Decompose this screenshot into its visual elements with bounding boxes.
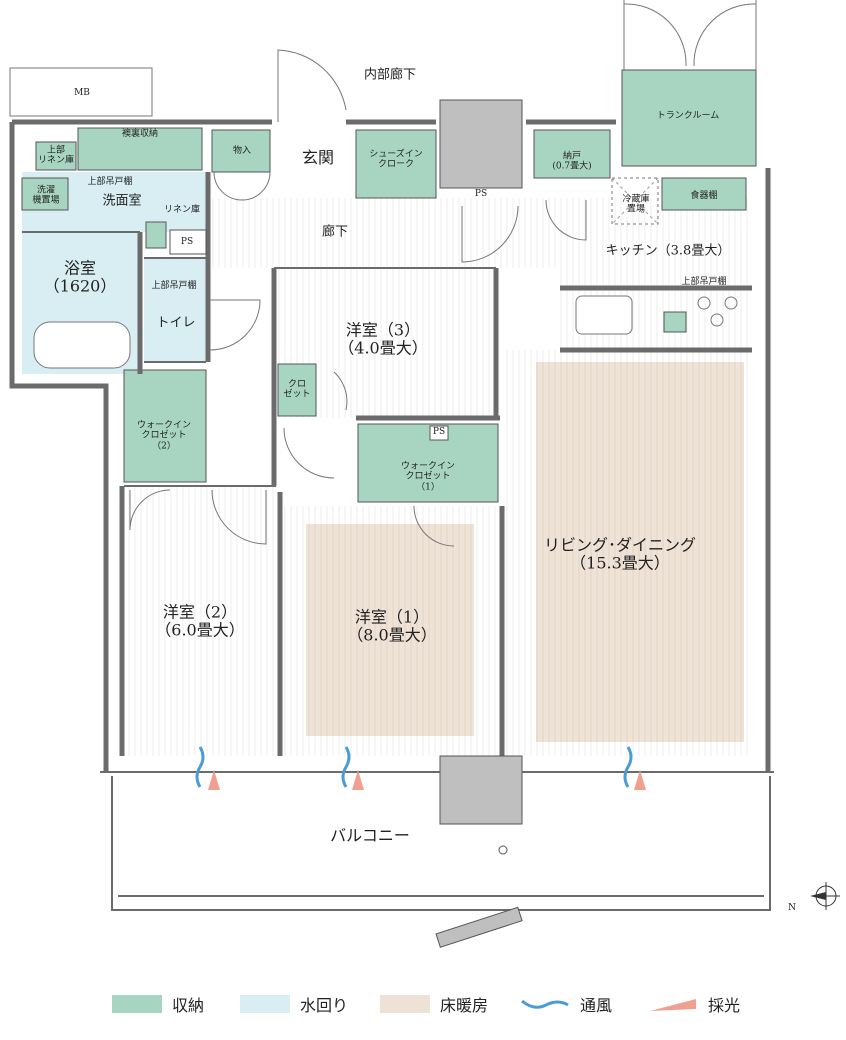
walls [9,119,771,772]
western-room-1-label: 洋室（1） （8.0畳大） [347,607,437,645]
ps-block-balcony [439,755,523,825]
legend-storage: 収納 [112,992,204,1016]
storage-nando [533,129,611,179]
upper-cabinet-label-1: 上部吊戸棚 [87,176,133,187]
nando-label: 納戸 (0.7畳大) [552,151,592,172]
stove-burner-1 [697,296,711,310]
legend-floor-heating-swatch [380,995,430,1013]
inner-corridor-label: 内部廊下 [363,67,417,83]
ps-label-top: PS [474,188,488,199]
balcony-walls [100,771,774,911]
stove-burner-2 [724,296,738,310]
walkin-closet-1-label: ウォークイン クロゼット （1） [400,461,456,493]
balcony-label: バルコニー [330,825,410,845]
vent-light-marks [195,746,646,790]
ps-label-wic1: PS [432,426,446,437]
balcony-drain [498,845,508,855]
closet-label: クロ ゼット [283,379,311,400]
mb-box [9,67,153,117]
toilet-label: トイレ [156,315,196,331]
corridor-label: 廊下 [321,224,349,240]
dish-shelf-label: 食器棚 [690,190,718,201]
storage-fusuma [77,127,203,171]
storage-dish [661,177,747,211]
floor-heating-room1 [306,524,474,736]
entrance-label: 玄関 [301,147,335,167]
western-room-3-label: 洋室（3） （4.0畳大） [338,320,428,358]
legend-ventilation: 通風 [520,992,612,1016]
upper-cabinet-label-2: 上部吊戸棚 [681,276,727,287]
legend-lighting-label: 採光 [708,996,741,1015]
legend: 収納 水回り 床暖房 通風 採光 [0,995,846,1040]
ps-block-top [439,99,523,189]
wind-icon [521,999,569,1009]
living-dining-label: リビング･ダイニング （15.3畳大） [543,535,697,573]
storage-upper-linen [35,141,77,171]
fridge-place [611,177,659,225]
kitchen-cabinet [663,311,687,333]
ps-washroom [169,229,207,255]
storage-linen [145,221,167,249]
floor-heating-living [536,362,744,742]
floor-corridor [210,198,560,268]
ps-label-washroom: PS [180,236,194,247]
fridge-place-label: 冷蔵庫 置場 [622,194,650,215]
legend-storage-label: 収納 [172,996,205,1015]
storage-monoire [211,129,271,173]
upper-linen-label: 上部 リネン庫 [37,145,75,166]
upper-cabinet-label-3: 上部吊戸棚 [151,280,197,291]
legend-ventilation-label: 通風 [580,996,613,1015]
ps-wic1 [429,425,449,441]
water-toilet [144,258,206,362]
legend-floor-heating: 床暖房 [380,992,488,1016]
storage-closet [277,363,317,417]
bathroom-label: 浴室 （1620） [43,258,117,296]
legend-water-label: 水回り [300,996,349,1015]
bathtub [33,321,131,369]
storage-trunk [621,69,757,167]
north-label: N [788,902,796,913]
storage-wic2 [123,369,207,483]
light-icon [650,999,696,1011]
compass-icon [810,882,840,910]
legend-water: 水回り [240,992,348,1016]
storage-room-label: 物入 [232,145,252,156]
stove-burner-3 [710,313,724,327]
storage-shoes [355,129,437,199]
floor-room2 [124,486,276,756]
fusuma-storage-label: 襖裏収納 [121,128,159,139]
legend-floor-heating-label: 床暖房 [440,996,489,1015]
legend-storage-swatch [112,995,162,1013]
kitchen-sink [575,295,633,335]
balcony-hatch [435,906,523,948]
washer-place-label: 洗濯 機置場 [32,185,60,206]
linen-label: リネン庫 [163,204,201,215]
kitchen-label: キッチン（3.8畳大） [605,243,731,259]
walkin-closet-2-label: ウォークイン クロゼット （2） [136,420,192,452]
storage-wic1 [357,423,499,503]
storage-washer [21,177,69,211]
trunk-room-label: トランクルーム [656,110,720,121]
mb-label: MB [74,87,90,98]
washroom-label: 洗面室 [102,193,142,209]
legend-water-swatch [240,995,290,1013]
western-room-2-label: 洋室（2） （6.0畳大） [155,602,245,640]
door-swings [129,0,757,547]
shoes-in-cloak-label: シューズイン クローク [369,149,423,170]
legend-lighting: 採光 [648,992,740,1016]
